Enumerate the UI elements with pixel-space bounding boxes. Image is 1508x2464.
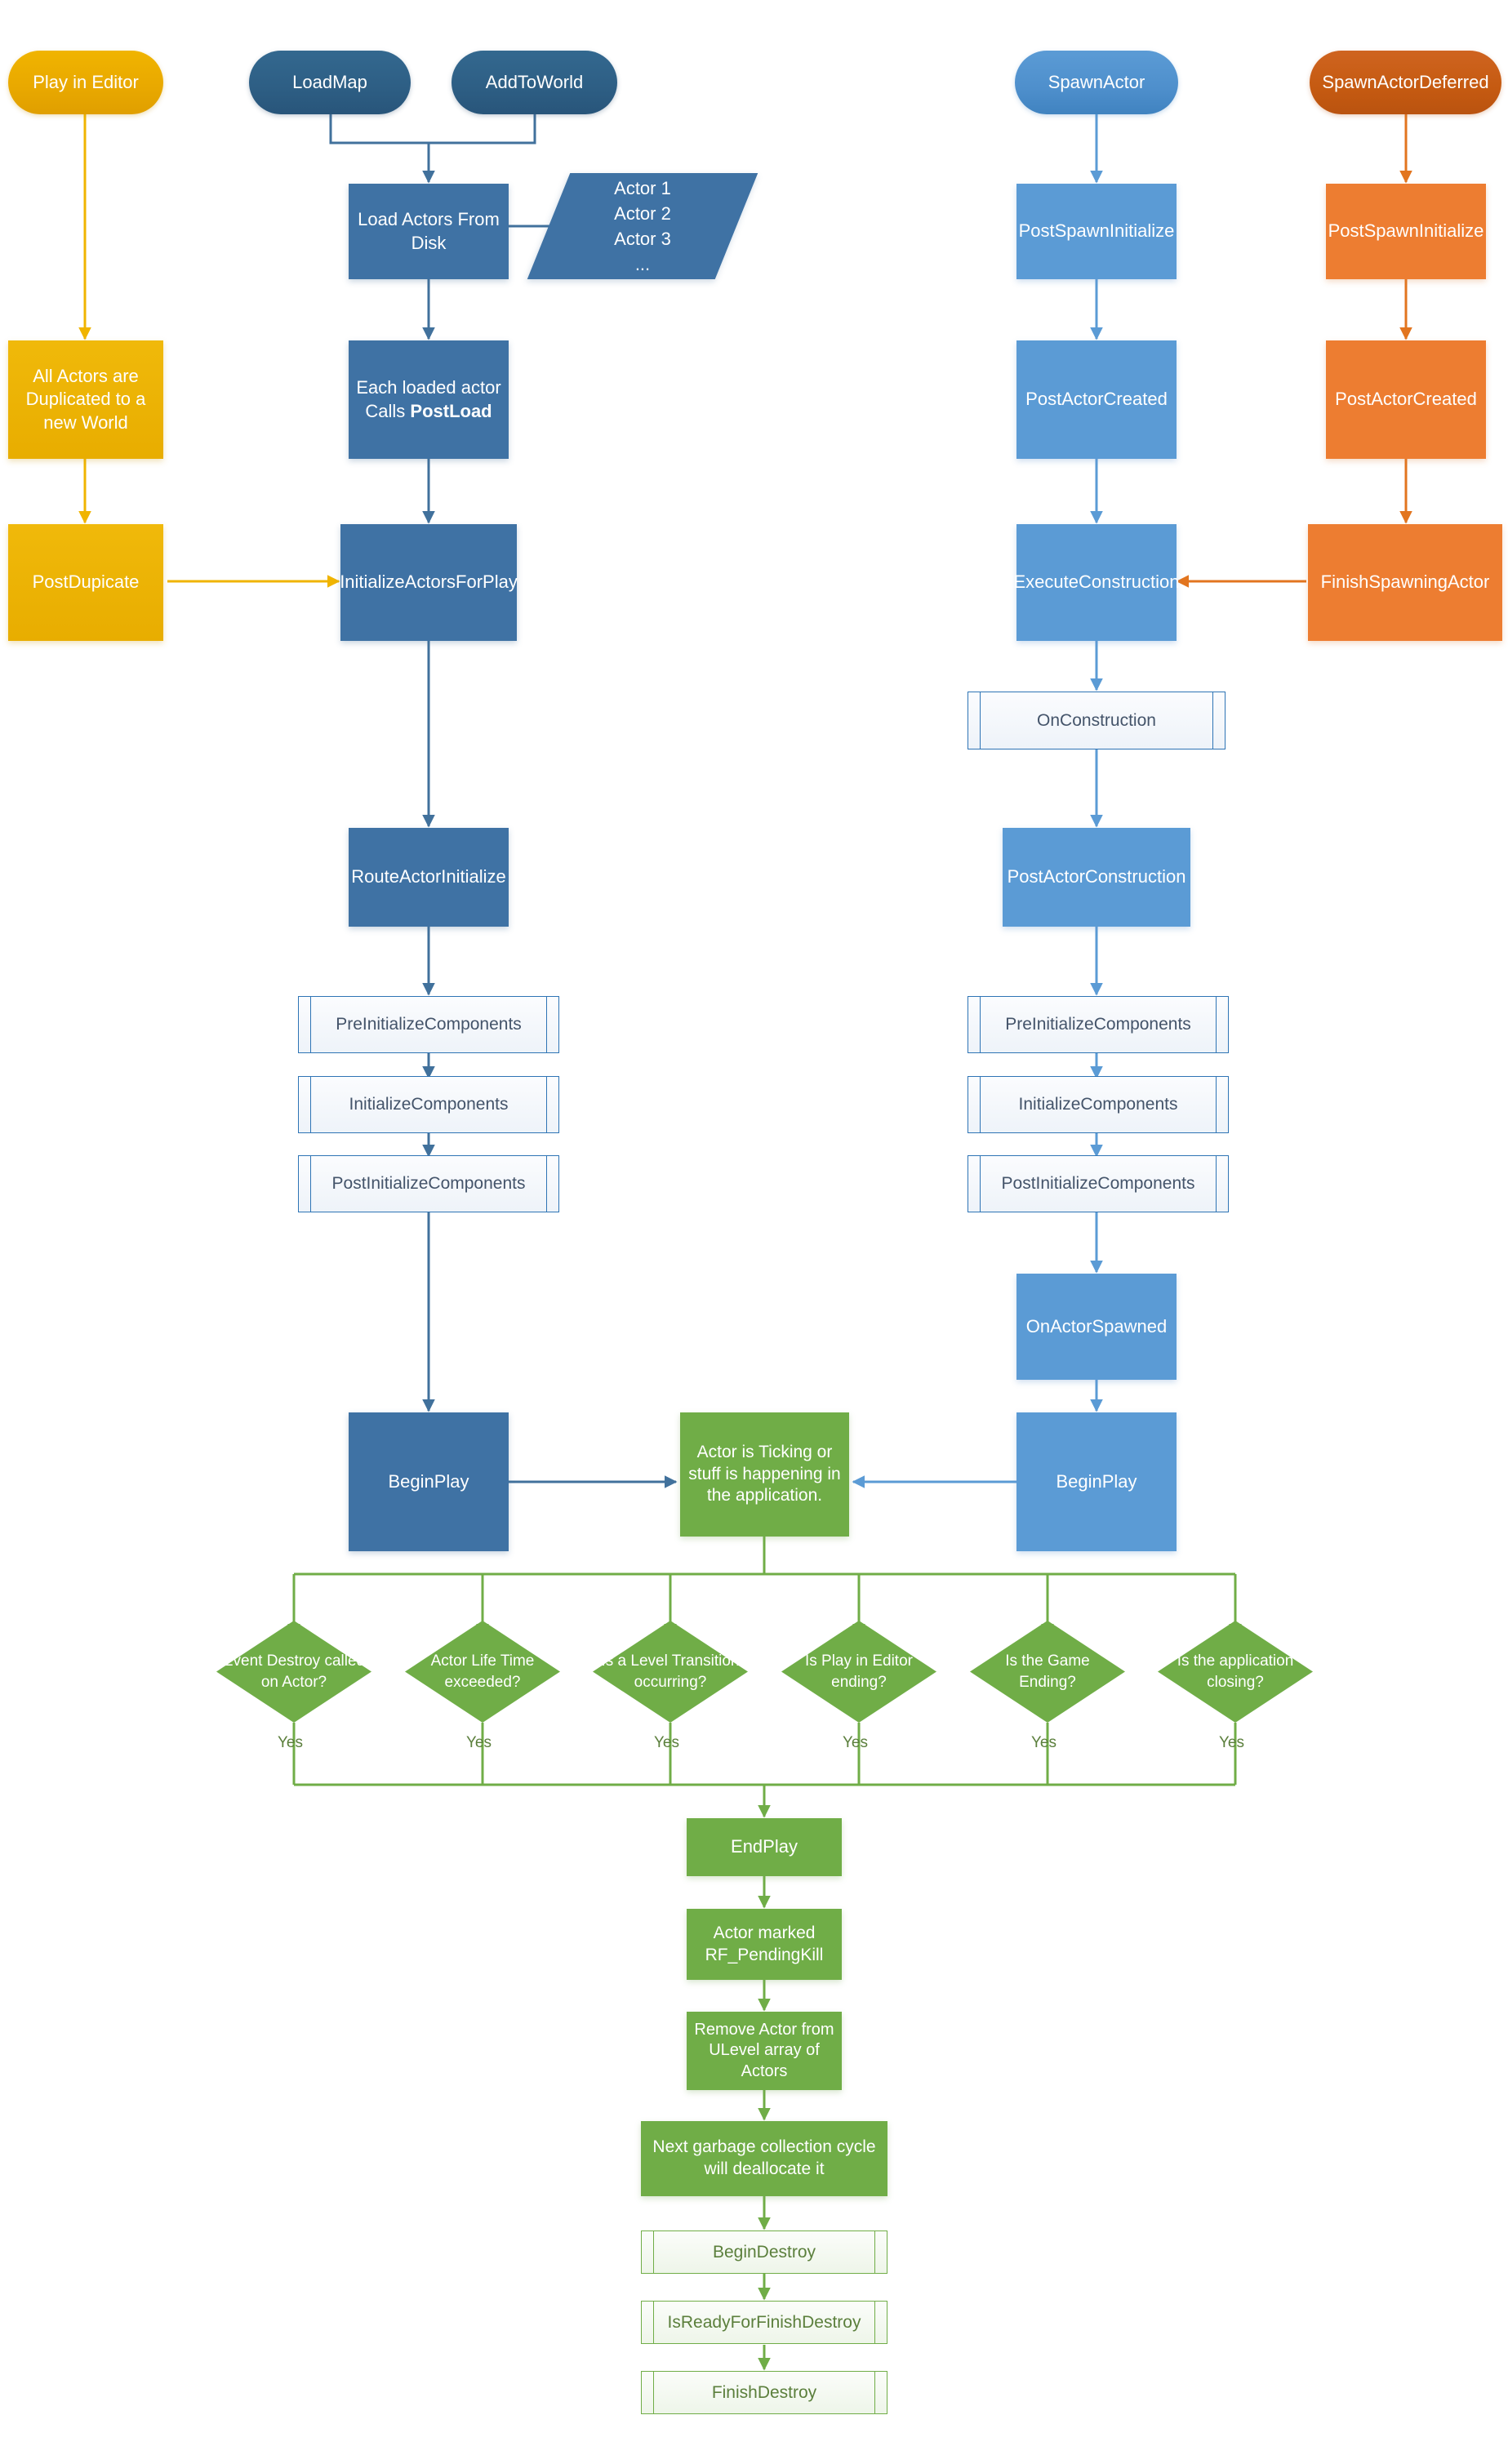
process-post-duplicate[interactable]: PostDupicate: [8, 524, 163, 641]
process-remove-actor-from-ulevel[interactable]: Remove Actor from ULevel array of Actors: [687, 2012, 842, 2090]
process-actor-marked-pendingkill[interactable]: Actor marked RF_PendingKill: [687, 1909, 842, 1980]
actor-list-line-2: Actor 2: [614, 202, 671, 224]
node-label: Each loaded actor Calls PostLoad: [355, 376, 502, 422]
node-label: OnActorSpawned: [1025, 1315, 1168, 1337]
process-each-loaded-actor-postload[interactable]: Each loaded actor Calls PostLoad: [349, 340, 509, 459]
terminator-play-in-editor[interactable]: Play in Editor: [8, 51, 163, 114]
process-end-play[interactable]: EndPlay: [687, 1818, 842, 1876]
node-label: InitializeComponents: [349, 1095, 509, 1114]
edge-label-level-transition-yes: Yes: [654, 1734, 679, 1751]
each-loaded-actor-prefix: Each loaded actor Calls: [356, 377, 501, 421]
process-begin-play-left[interactable]: BeginPlay: [349, 1412, 509, 1551]
node-label: Is Play in Editor ending?: [804, 1652, 913, 1691]
edge-label-event-destroy-yes: Yes: [278, 1734, 303, 1751]
process-begin-play-right[interactable]: BeginPlay: [1016, 1412, 1177, 1551]
process-actor-is-ticking[interactable]: Actor is Ticking or stuff is happening i…: [680, 1412, 849, 1537]
node-label: Event Destroy called on Actor?: [222, 1652, 366, 1691]
node-label: BeginPlay: [388, 1470, 469, 1492]
process-post-spawn-initialize-orange[interactable]: PostSpawnInitialize: [1326, 184, 1486, 279]
node-label: Is the application closing?: [1177, 1652, 1294, 1691]
node-label: BeginPlay: [1056, 1470, 1137, 1492]
subprocess-on-construction[interactable]: OnConstruction: [968, 692, 1226, 749]
node-label: PostActorCreated: [1335, 389, 1477, 410]
node-label: Is the Game Ending?: [1005, 1652, 1090, 1691]
node-label: Remove Actor from ULevel array of Actors: [694, 2020, 834, 2080]
process-post-actor-construction[interactable]: PostActorConstruction: [1003, 828, 1190, 927]
subprocess-post-initialize-components-right[interactable]: PostInitializeComponents: [968, 1155, 1229, 1212]
node-label: SpawnActor: [1048, 71, 1145, 92]
process-post-actor-created-orange[interactable]: PostActorCreated: [1326, 340, 1486, 459]
node-label: ExecuteConstruction: [1013, 572, 1180, 593]
terminator-spawn-actor-deferred[interactable]: SpawnActorDeferred: [1310, 51, 1501, 114]
node-label: InitializeActorsForPlay: [340, 572, 518, 593]
process-finish-spawning-actor[interactable]: FinishSpawningActor: [1308, 524, 1502, 641]
subprocess-is-ready-for-finish-destroy[interactable]: IsReadyForFinishDestroy: [641, 2301, 887, 2344]
subprocess-begin-destroy[interactable]: BeginDestroy: [641, 2230, 887, 2274]
node-label: Load Actors From Disk: [358, 209, 500, 253]
terminator-add-to-world[interactable]: AddToWorld: [452, 51, 617, 114]
data-actor-list: Actor 1 Actor 2 Actor 3 ...: [527, 173, 758, 279]
edge-label-game-ending-yes: Yes: [1031, 1734, 1056, 1751]
decision-play-in-editor-ending[interactable]: Is Play in Editor ending?: [781, 1621, 936, 1723]
process-post-spawn-initialize-blue[interactable]: PostSpawnInitialize: [1016, 184, 1177, 279]
decision-level-transition[interactable]: Is a Level Transition occurring?: [593, 1621, 748, 1723]
node-label: EndPlay: [731, 1836, 798, 1857]
decision-game-ending[interactable]: Is the Game Ending?: [970, 1621, 1125, 1723]
node-label: PreInitializeComponents: [1005, 1015, 1191, 1034]
process-on-actor-spawned[interactable]: OnActorSpawned: [1016, 1274, 1177, 1380]
node-label: Next garbage collection cycle will deall…: [652, 2137, 876, 2178]
actor-list-text: Actor 1 Actor 2 Actor 3 ...: [614, 176, 671, 278]
decision-application-closing[interactable]: Is the application closing?: [1158, 1621, 1313, 1723]
actor-list-line-3: Actor 3: [614, 229, 671, 249]
node-label: PostSpawnInitialize: [1328, 220, 1484, 242]
node-label: RouteActorInitialize: [351, 866, 506, 887]
edge-label-play-in-editor-ending-yes: Yes: [843, 1734, 868, 1751]
subprocess-post-initialize-components-left[interactable]: PostInitializeComponents: [298, 1155, 559, 1212]
decision-event-destroy[interactable]: Event Destroy called on Actor?: [216, 1621, 371, 1723]
process-load-actors-from-disk[interactable]: Load Actors From Disk: [349, 184, 509, 279]
node-label: PostSpawnInitialize: [1018, 220, 1175, 242]
subprocess-pre-initialize-components-left[interactable]: PreInitializeComponents: [298, 996, 559, 1053]
actor-list-line-1: Actor 1: [614, 177, 671, 198]
node-label: PostInitializeComponents: [331, 1174, 526, 1193]
node-label: FinishSpawningActor: [1320, 572, 1490, 593]
node-label: Actor marked RF_PendingKill: [705, 1923, 824, 1964]
node-label: PostDupicate: [32, 572, 140, 593]
node-label: InitializeComponents: [1018, 1095, 1178, 1114]
actor-list-line-4: ...: [634, 254, 651, 275]
subprocess-initialize-components-left[interactable]: InitializeComponents: [298, 1076, 559, 1133]
edge-label-actor-life-time-yes: Yes: [466, 1734, 492, 1751]
terminator-spawn-actor[interactable]: SpawnActor: [1015, 51, 1178, 114]
node-label: All Actors are Duplicated to a new World: [25, 366, 146, 433]
node-label: IsReadyForFinishDestroy: [667, 2312, 861, 2332]
node-label: Actor Life Time exceeded?: [430, 1652, 535, 1691]
process-initialize-actors-for-play[interactable]: InitializeActorsForPlay: [340, 524, 518, 641]
process-execute-construction[interactable]: ExecuteConstruction: [1013, 524, 1180, 641]
process-all-actors-duplicated[interactable]: All Actors are Duplicated to a new World: [8, 340, 163, 459]
terminator-load-map[interactable]: LoadMap: [249, 51, 411, 114]
node-label: Is a Level Transition occurring?: [601, 1652, 740, 1691]
node-label: OnConstruction: [1037, 710, 1156, 730]
decision-actor-life-time[interactable]: Actor Life Time exceeded?: [405, 1621, 560, 1723]
process-post-actor-created-blue[interactable]: PostActorCreated: [1016, 340, 1177, 459]
node-label: SpawnActorDeferred: [1322, 71, 1489, 92]
node-label: PostActorConstruction: [1007, 866, 1186, 887]
node-label: BeginDestroy: [712, 2242, 816, 2262]
subprocess-initialize-components-right[interactable]: InitializeComponents: [968, 1076, 1229, 1133]
node-label: LoadMap: [292, 71, 367, 92]
subprocess-pre-initialize-components-right[interactable]: PreInitializeComponents: [968, 996, 1229, 1053]
node-label: Play in Editor: [33, 71, 139, 92]
node-label: PostInitializeComponents: [1001, 1174, 1195, 1193]
process-route-actor-initialize[interactable]: RouteActorInitialize: [349, 828, 509, 927]
node-label: FinishDestroy: [711, 2382, 817, 2402]
node-label: AddToWorld: [485, 71, 584, 92]
node-label: PostActorCreated: [1025, 389, 1168, 410]
process-next-gc-cycle[interactable]: Next garbage collection cycle will deall…: [641, 2121, 887, 2196]
postload-bold: PostLoad: [410, 400, 492, 421]
edge-label-application-closing-yes: Yes: [1219, 1734, 1244, 1751]
subprocess-finish-destroy[interactable]: FinishDestroy: [641, 2371, 887, 2414]
node-label: Actor is Ticking or stuff is happening i…: [688, 1442, 841, 1506]
node-label: PreInitializeComponents: [336, 1015, 522, 1034]
